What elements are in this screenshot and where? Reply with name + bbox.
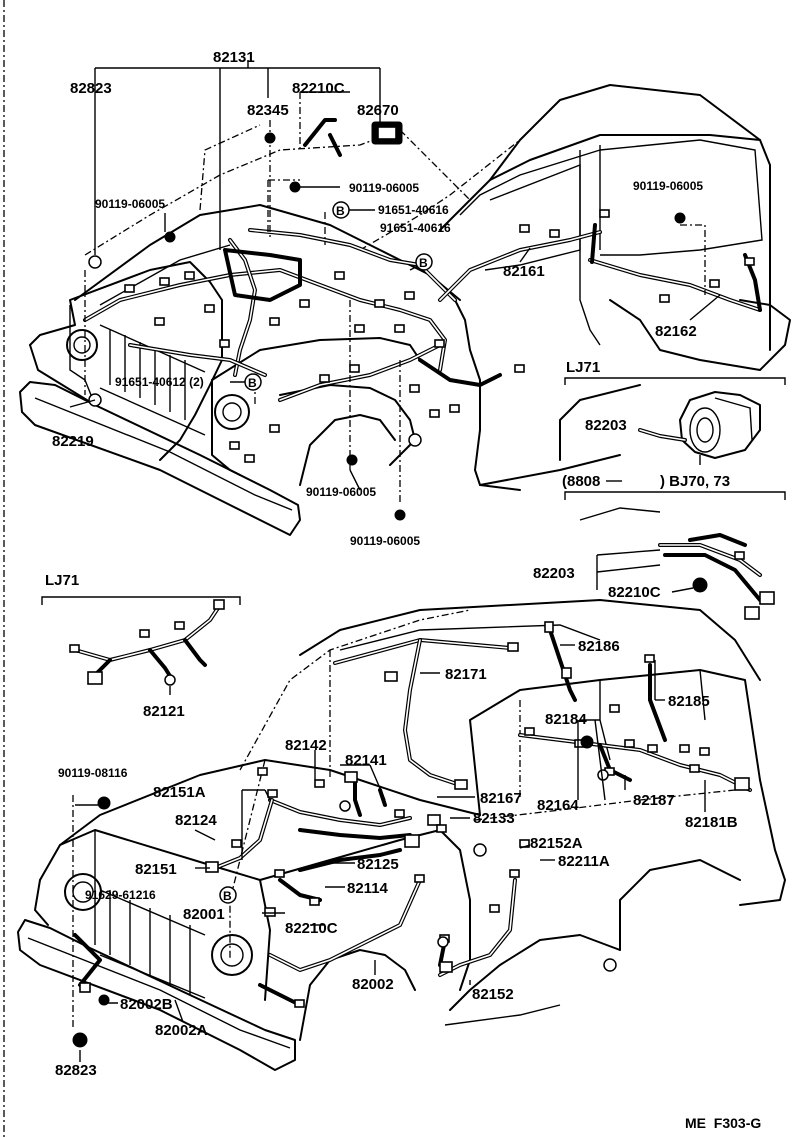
inset-lj71-harness: LJ71 82121 <box>41 572 241 720</box>
label-82345: 82345 <box>247 102 289 119</box>
label-82162: 82162 <box>655 323 697 340</box>
label-91651-40616: 91651-40616 <box>380 221 451 235</box>
bottom-labels: 82186 82171 82185 82184 82142 82141 9011… <box>55 638 738 1079</box>
label-82002a: 82002A <box>155 1022 208 1039</box>
label-82187: 82187 <box>633 792 675 809</box>
label-91629-61216: 91629-61216 <box>85 888 156 902</box>
label-82670: 82670 <box>357 102 399 119</box>
marker-b: B <box>248 376 257 390</box>
label-82121: 82121 <box>143 703 185 720</box>
label-range-start: (8808 <box>562 473 600 490</box>
bottom-leader-lines <box>72 644 706 1062</box>
label-82211a: 82211A <box>558 853 610 870</box>
label-82203: 82203 <box>533 565 575 582</box>
label-82823: 82823 <box>55 1062 97 1079</box>
label-82210c: 82210C <box>292 80 345 97</box>
bottom-connectors <box>72 621 750 1048</box>
inset-bj70-harness: 82203 82210C <box>533 491 786 620</box>
label-82142: 82142 <box>285 737 327 754</box>
top-connectors <box>88 121 755 521</box>
label-lj71: LJ71 <box>566 359 600 376</box>
label-82002: 82002 <box>352 976 394 993</box>
label-82125: 82125 <box>357 856 399 873</box>
marker-b: B <box>336 204 345 218</box>
marker-b: B <box>419 256 428 270</box>
bottom-vehicle-body <box>17 599 786 1071</box>
label-82181b: 82181B <box>685 814 738 831</box>
label-90119-08116: 90119-08116 <box>58 766 128 780</box>
bottom-harness-wires <box>73 628 752 1007</box>
label-82001: 82001 <box>183 906 225 923</box>
marker-b: B <box>223 889 232 903</box>
label-82124: 82124 <box>175 812 217 829</box>
top-leader-lines <box>69 60 721 505</box>
label-82171: 82171 <box>445 666 487 683</box>
label-range-end: ) BJ70, 73 <box>660 473 730 490</box>
label-82151a: 82151A <box>153 784 206 801</box>
label-82167: 82167 <box>480 790 522 807</box>
label-82164: 82164 <box>537 797 579 814</box>
label-82161: 82161 <box>503 263 545 280</box>
top-b-markers: B B B <box>244 201 433 391</box>
label-90119-06005: 90119-06005 <box>306 485 376 499</box>
label-82133: 82133 <box>473 810 515 827</box>
label-82186: 82186 <box>578 638 620 655</box>
figure-code: ME F303-G <box>685 1115 761 1131</box>
bottom-b-marker: B <box>219 886 237 904</box>
top-vehicle-body <box>19 84 791 536</box>
label-82210c: 82210C <box>285 920 338 937</box>
label-90119-06005: 90119-06005 <box>95 197 165 211</box>
label-90119-06005: 90119-06005 <box>633 179 703 193</box>
label-91651-40612: 91651-40612 (2) <box>115 375 204 389</box>
label-82152a: 82152A <box>530 835 583 852</box>
label-82141: 82141 <box>345 752 387 769</box>
label-82131: 82131 <box>213 49 255 66</box>
label-82114: 82114 <box>347 880 389 897</box>
label-lj71: LJ71 <box>45 572 79 589</box>
label-82219: 82219 <box>52 433 94 450</box>
label-82823: 82823 <box>70 80 112 97</box>
label-90119-06005: 90119-06005 <box>350 534 420 548</box>
label-82184: 82184 <box>545 711 587 728</box>
label-82151: 82151 <box>135 861 177 878</box>
label-90119-06005: 90119-06005 <box>349 181 419 195</box>
label-82152: 82152 <box>472 986 514 1003</box>
label-82210c: 82210C <box>608 584 661 601</box>
label-82185: 82185 <box>668 693 710 710</box>
label-82002b: 82002B <box>120 996 173 1013</box>
top-labels: 82131 82823 82210C 82345 82670 90119-060… <box>52 49 703 548</box>
label-91651-40616: 91651-40616 <box>378 203 449 217</box>
label-82203: 82203 <box>585 417 627 434</box>
inset-lj71-compressor: LJ71 82203 (8808 ) BJ70, 73 <box>562 359 786 490</box>
